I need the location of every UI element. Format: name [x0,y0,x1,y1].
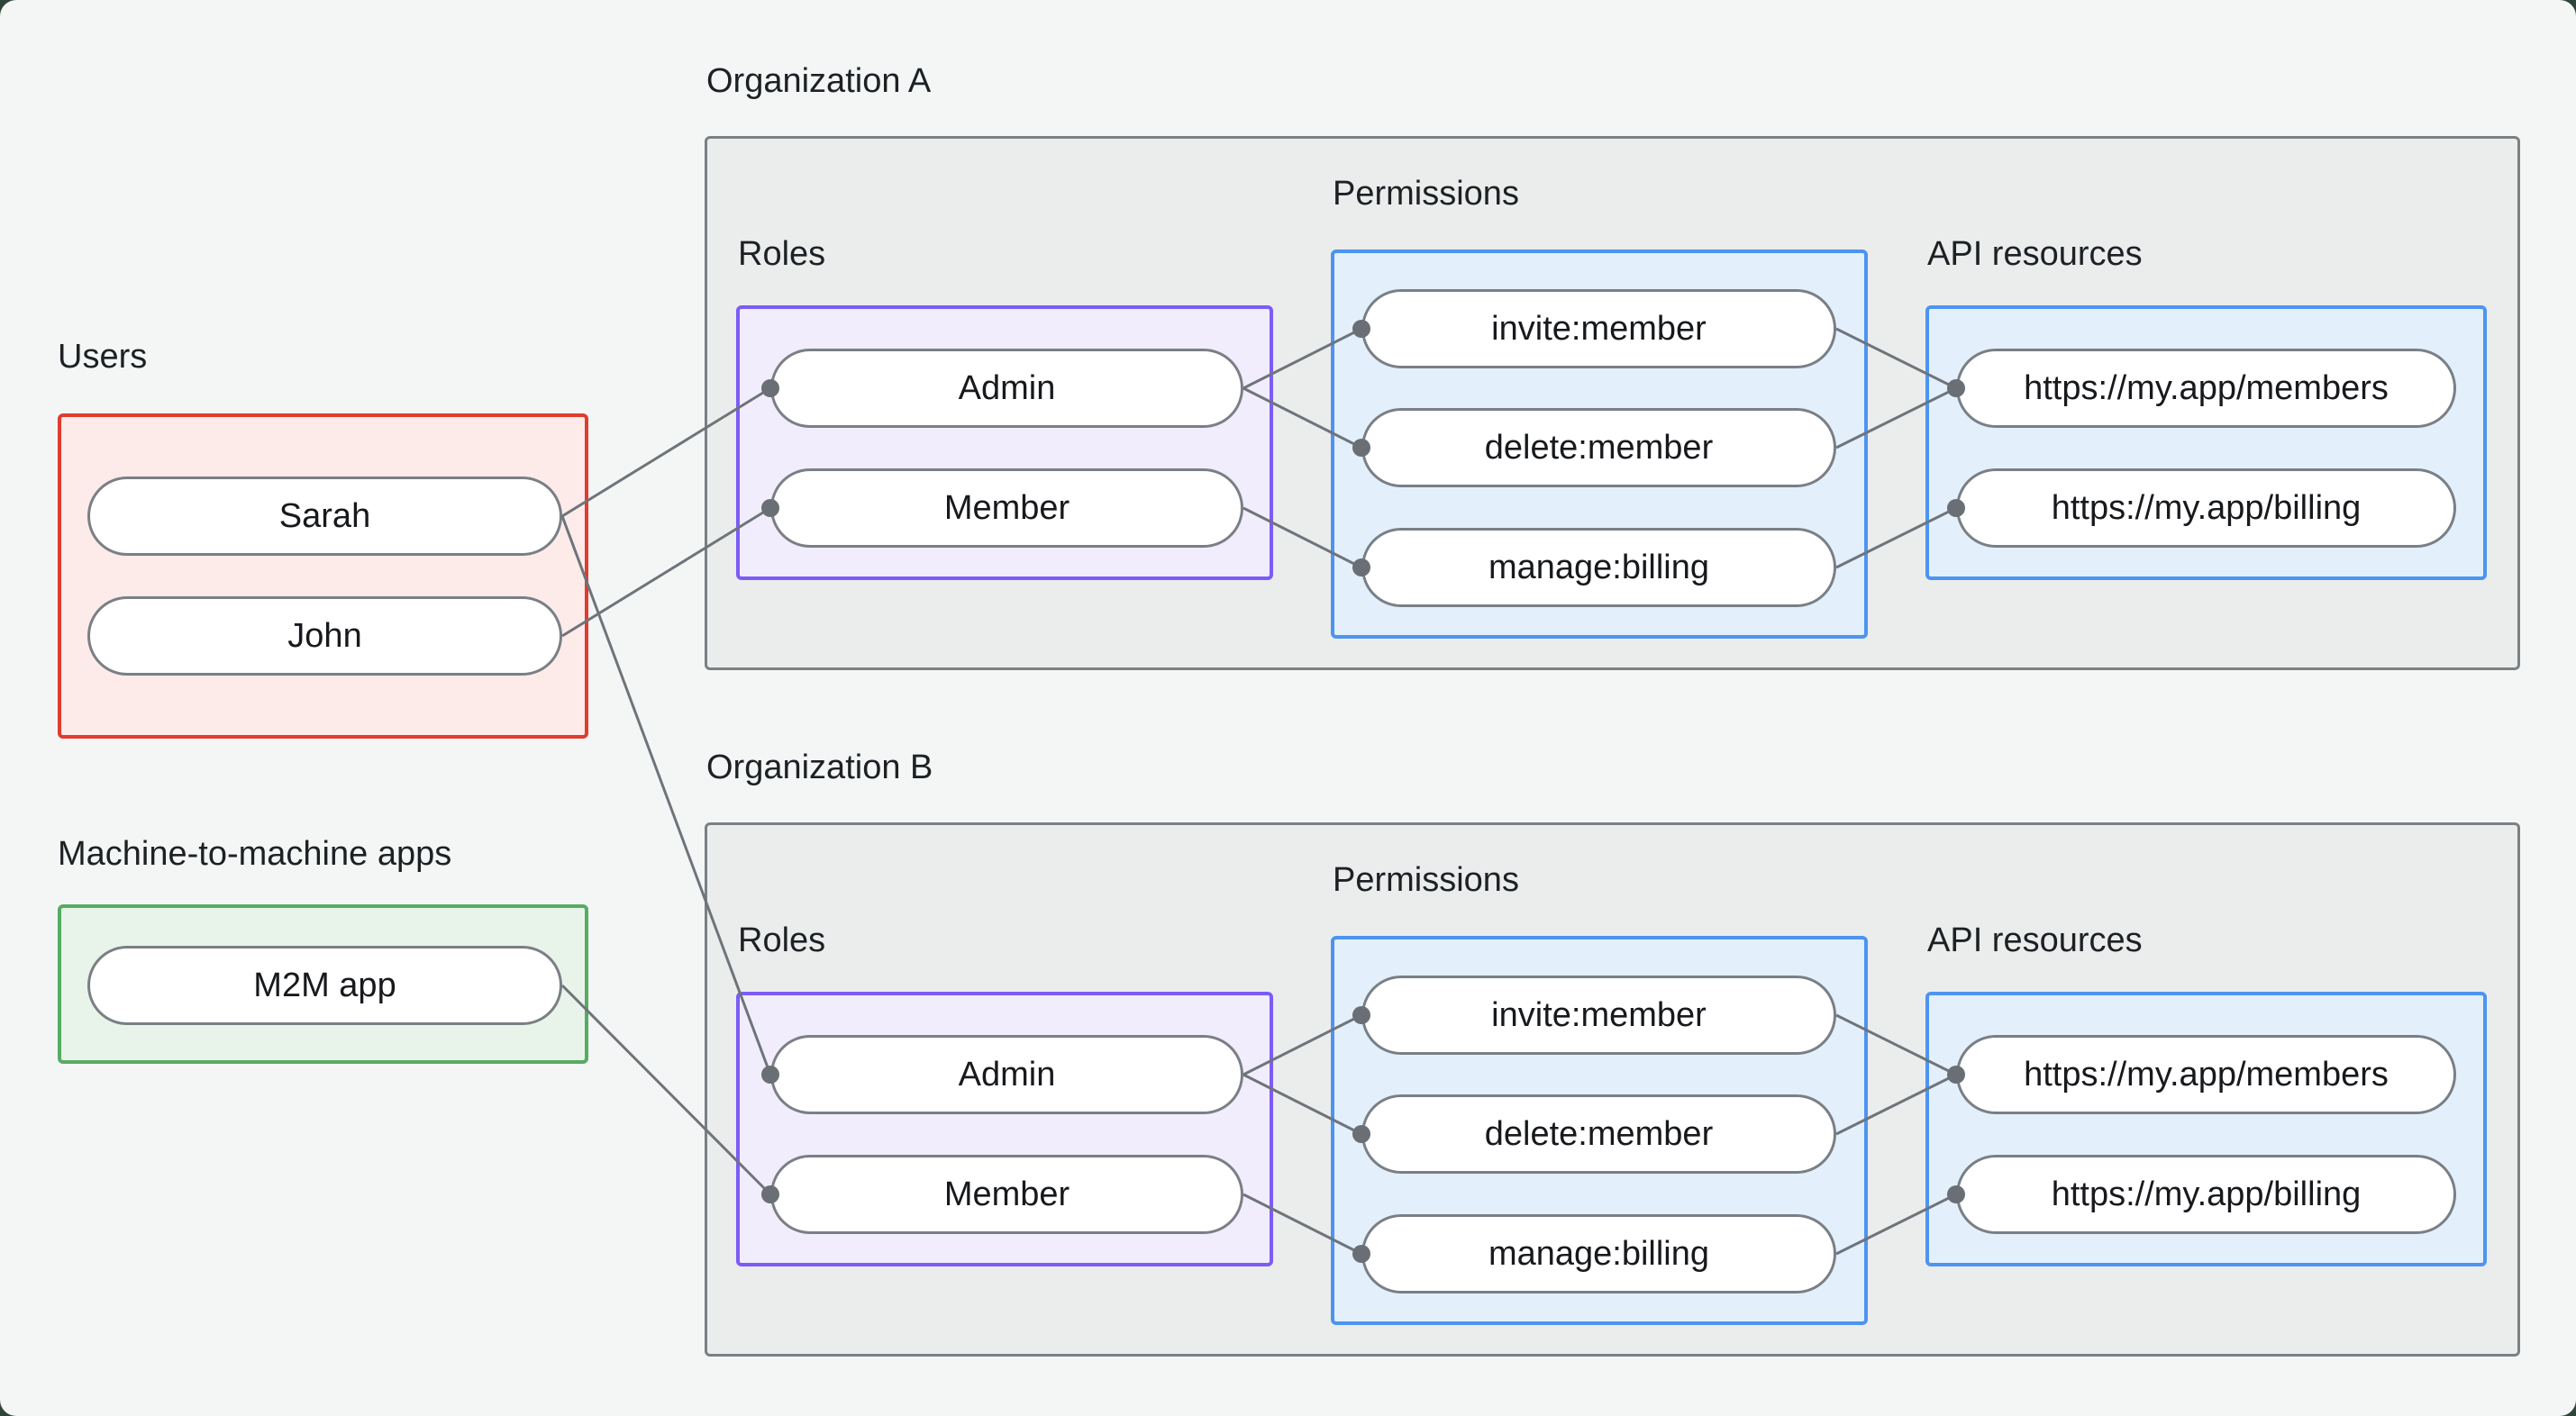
org-a-permissions-label: Permissions [1333,175,1519,213]
node-org-b-role-admin-label: Admin [958,1055,1056,1094]
org-a-roles-label: Roles [738,235,826,273]
node-user-john-label: John [287,616,362,655]
node-org-b-permission-delete-member-label: delete:member [1484,1114,1714,1153]
node-org-a-permission-invite-member: invite:member [1361,289,1836,368]
node-org-b-api-members: https://my.app/members [1956,1035,2456,1114]
node-m2m-app-label: M2M app [253,966,396,1004]
node-org-b-api-billing-label: https://my.app/billing [2051,1175,2362,1213]
node-user-john: John [87,596,562,676]
node-org-a-api-billing: https://my.app/billing [1956,468,2456,548]
node-org-b-role-member-label: Member [943,1175,1070,1213]
node-org-b-permission-manage-billing-label: manage:billing [1488,1234,1710,1273]
node-org-a-role-member: Member [770,468,1243,548]
org-b-permissions-label: Permissions [1333,861,1519,899]
org-b-roles-label: Roles [738,921,826,959]
node-org-a-api-members: https://my.app/members [1956,349,2456,428]
node-org-a-permission-invite-member-label: invite:member [1491,309,1707,348]
node-org-a-permission-manage-billing-label: manage:billing [1488,548,1710,586]
node-org-b-api-billing: https://my.app/billing [1956,1155,2456,1234]
node-org-b-permission-delete-member: delete:member [1361,1094,1836,1174]
node-org-a-api-members-label: https://my.app/members [2024,368,2389,407]
org-a-api-resources-label: API resources [1927,235,2143,273]
node-org-b-role-admin: Admin [770,1035,1243,1114]
node-org-b-permission-invite-member: invite:member [1361,976,1836,1055]
node-org-a-role-admin-label: Admin [958,368,1056,407]
users-section-title: Users [58,338,148,376]
node-m2m-app: M2M app [87,946,562,1025]
node-user-sarah-label: Sarah [278,496,371,535]
org-b-title: Organization B [706,749,933,786]
org-b-api-resources-label: API resources [1927,921,2143,959]
node-org-a-permission-delete-member: delete:member [1361,408,1836,487]
node-org-b-permission-manage-billing: manage:billing [1361,1214,1836,1293]
node-org-b-permission-invite-member-label: invite:member [1491,995,1707,1034]
org-a-title: Organization A [706,62,932,100]
node-org-a-permission-delete-member-label: delete:member [1484,428,1714,467]
node-org-a-api-billing-label: https://my.app/billing [2051,488,2362,527]
node-org-a-role-admin: Admin [770,349,1243,428]
m2m-section-title: Machine-to-machine apps [58,835,452,873]
users-group-box [58,413,588,739]
node-org-b-role-member: Member [770,1155,1243,1234]
node-org-a-permission-manage-billing: manage:billing [1361,528,1836,607]
node-org-b-api-members-label: https://my.app/members [2024,1055,2389,1094]
node-user-sarah: Sarah [87,477,562,556]
node-org-a-role-member-label: Member [943,488,1070,527]
